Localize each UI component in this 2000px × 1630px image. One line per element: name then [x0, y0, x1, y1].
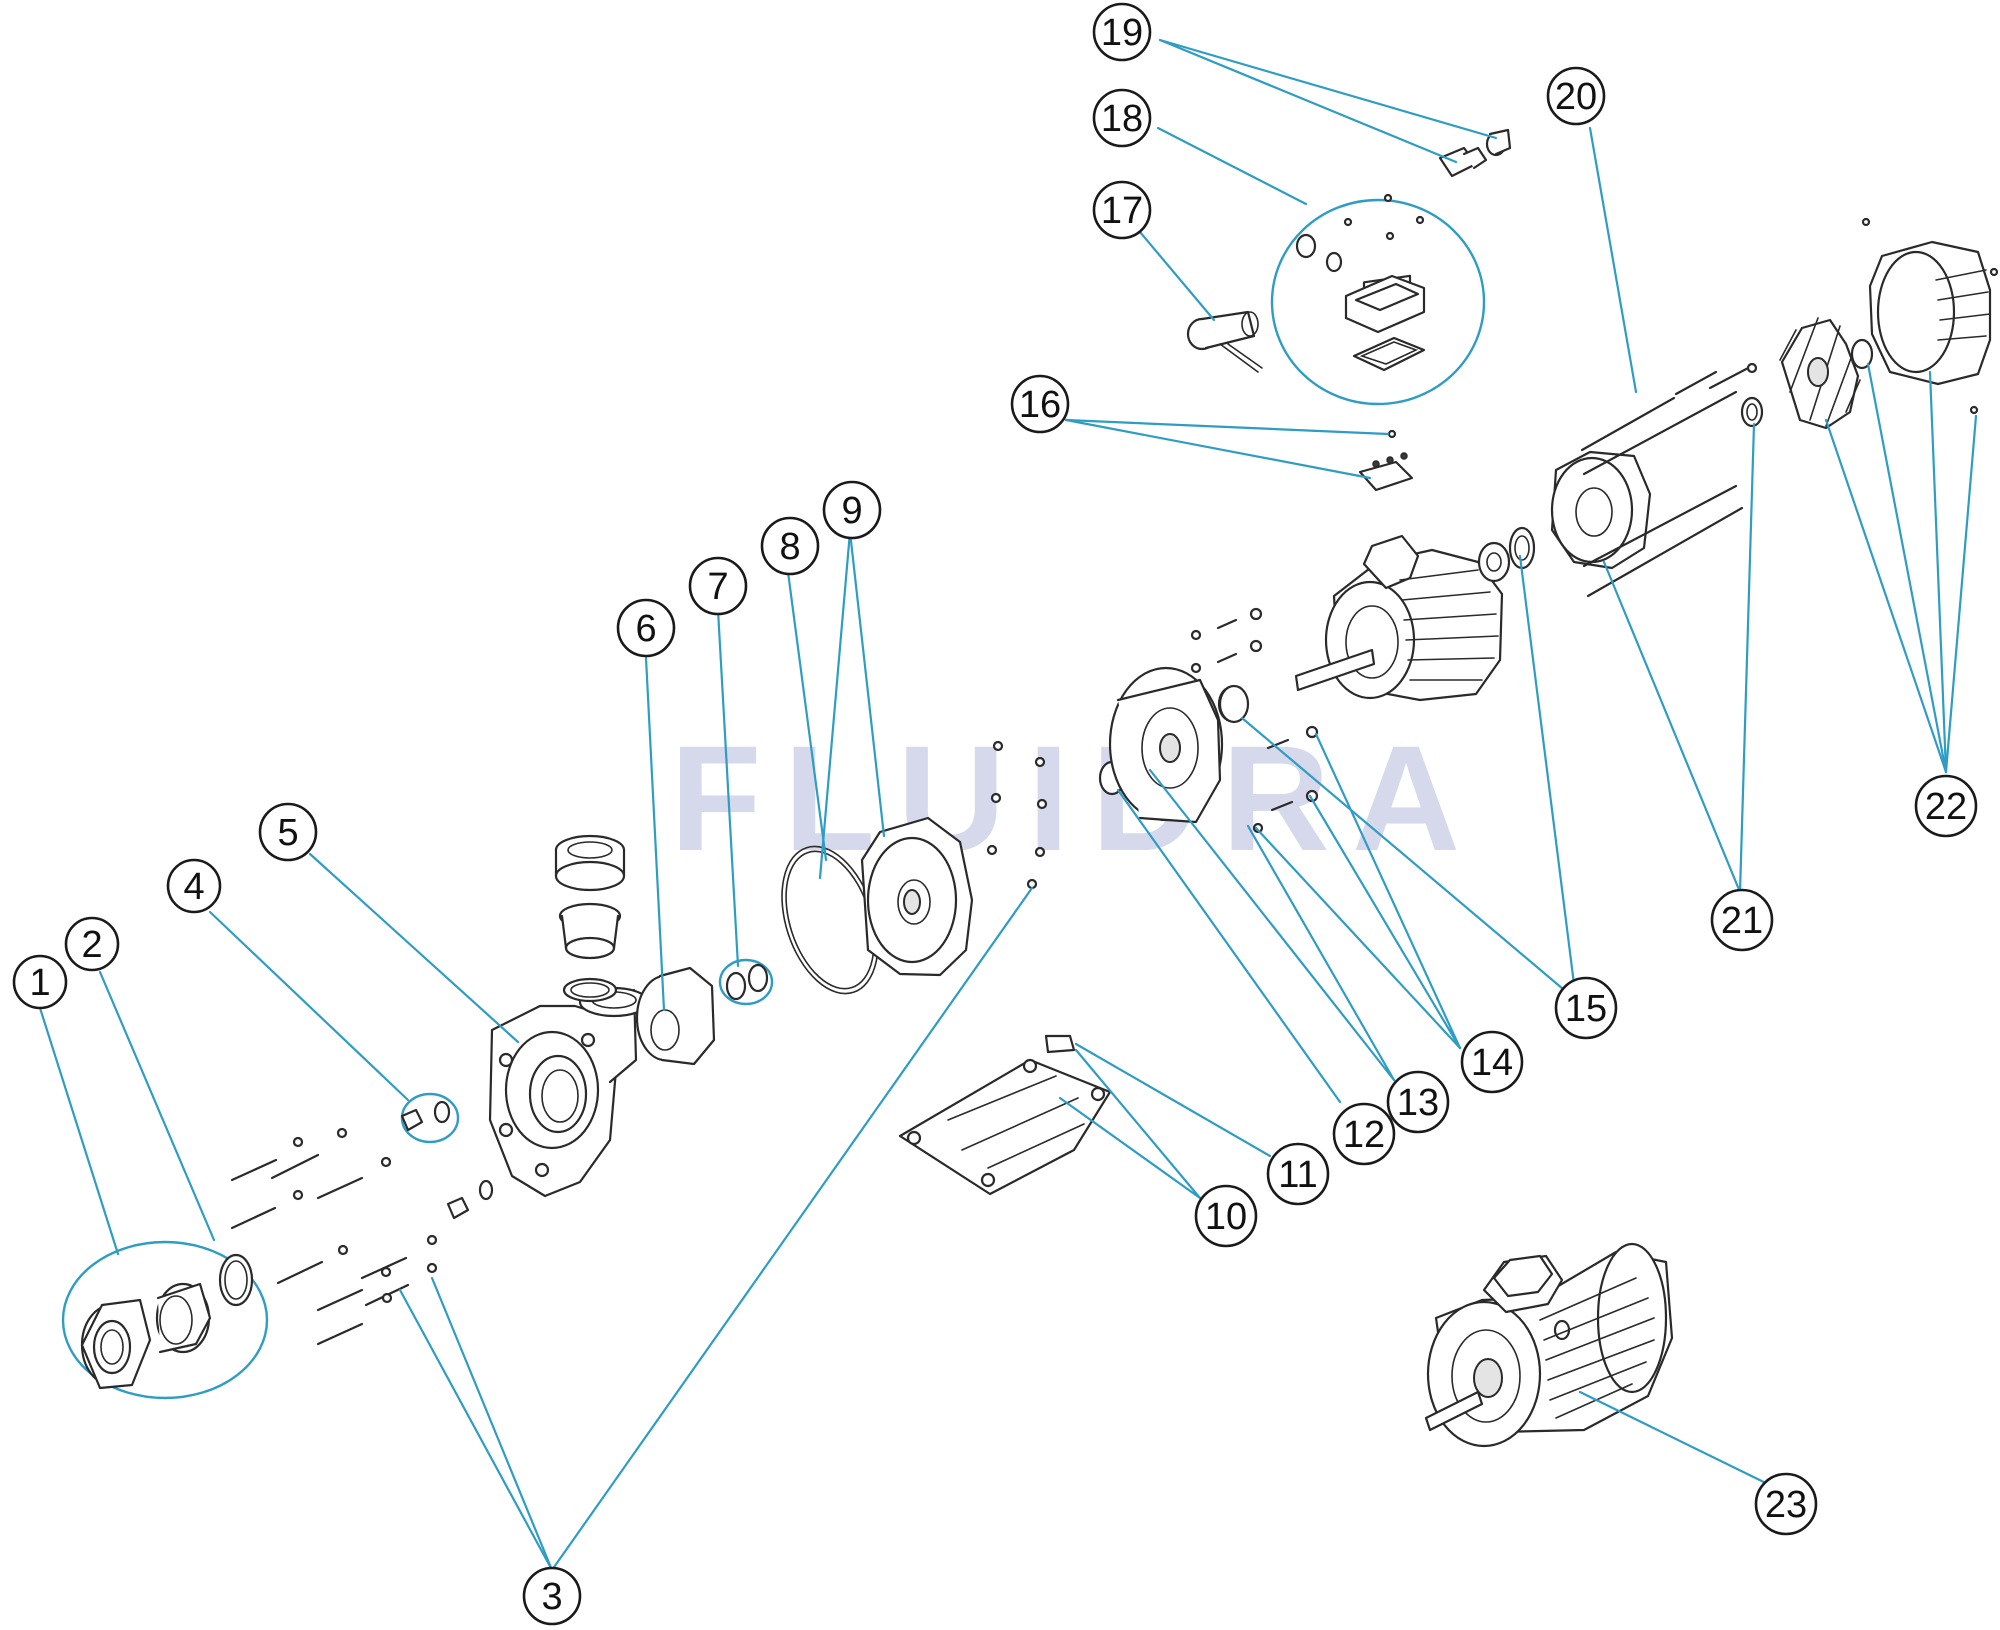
callout-11: 11: [1266, 1142, 1330, 1206]
callout-21: 21: [1710, 888, 1774, 952]
callout-16: 16: [1010, 374, 1070, 434]
suction-union: [554, 834, 626, 1003]
terminal-box: [1270, 193, 1486, 406]
callout-3-label: 3: [541, 1576, 562, 1618]
callout-4-label: 4: [183, 866, 204, 908]
callout-16-label: 16: [1019, 384, 1061, 426]
drain-plug: [400, 1092, 494, 1220]
rear-end-shield: [1550, 362, 1758, 598]
callout-17-label: 17: [1101, 190, 1143, 232]
switch-and-cap: [1438, 128, 1512, 178]
motor-stator: [1294, 534, 1504, 702]
callout-4: 4: [166, 858, 222, 914]
callout-17: 17: [1092, 180, 1152, 240]
callout-21-label: 21: [1721, 900, 1763, 942]
callout-7-label: 7: [707, 566, 728, 608]
callout-22: 22: [1914, 774, 1978, 838]
callout-9-label: 9: [841, 490, 862, 532]
callout-22-label: 22: [1925, 786, 1967, 828]
callout-2-label: 2: [81, 924, 102, 966]
pump-body: [488, 986, 650, 1198]
callout-12-label: 12: [1343, 1114, 1385, 1156]
callout-9: 9: [822, 480, 882, 540]
callout-23-label: 23: [1765, 1484, 1807, 1526]
callout-15-label: 15: [1565, 988, 1607, 1030]
callout-18: 18: [1092, 88, 1152, 148]
callout-23: 23: [1754, 1472, 1818, 1536]
callout-14-label: 14: [1471, 1042, 1513, 1084]
flange-bolts: [1190, 607, 1319, 834]
callout-12: 12: [1332, 1102, 1396, 1166]
watermark: FLUIDRA: [670, 714, 1482, 882]
callout-19: 19: [1092, 2, 1152, 62]
callout-14: 14: [1460, 1030, 1524, 1094]
fan-and-cover: [1779, 217, 1999, 430]
callout-5: 5: [258, 802, 318, 862]
callout-10-label: 10: [1205, 1196, 1247, 1238]
mounting-foot: [898, 1034, 1112, 1196]
callout-20-label: 20: [1555, 76, 1597, 118]
impeller: [635, 966, 716, 1066]
callout-5-label: 5: [277, 812, 298, 854]
callout-13-label: 13: [1397, 1082, 1439, 1124]
callout-8-label: 8: [779, 526, 800, 568]
callout-1: 1: [12, 954, 68, 1010]
callout-20: 20: [1546, 66, 1606, 126]
capacitor: [1186, 310, 1263, 373]
seal-plate: [860, 816, 974, 977]
callout-7: 7: [688, 556, 748, 616]
callout-6-label: 6: [635, 608, 656, 650]
callout-18-label: 18: [1101, 98, 1143, 140]
callout-13: 13: [1386, 1070, 1450, 1134]
union-assembly: [61, 1240, 269, 1400]
callout-10: 10: [1194, 1184, 1258, 1248]
complete-motor: [1424, 1242, 1674, 1448]
seal-plate-screws: [986, 740, 1048, 858]
callout-6: 6: [616, 598, 676, 658]
callout-11-label: 11: [1278, 1154, 1317, 1196]
bolt-set: [230, 878, 1038, 1346]
leader-lines: [38, 38, 1978, 1572]
callout-2: 2: [64, 916, 120, 972]
callout-8: 8: [760, 516, 820, 576]
callout-1-label: 1: [29, 962, 50, 1004]
callout-15: 15: [1554, 976, 1618, 1040]
mechanical-seal: [718, 958, 774, 1006]
callout-3: 3: [522, 1566, 582, 1626]
circlip: [1740, 396, 1764, 428]
bearings: [1218, 526, 1536, 724]
callout-19-label: 19: [1101, 12, 1143, 54]
